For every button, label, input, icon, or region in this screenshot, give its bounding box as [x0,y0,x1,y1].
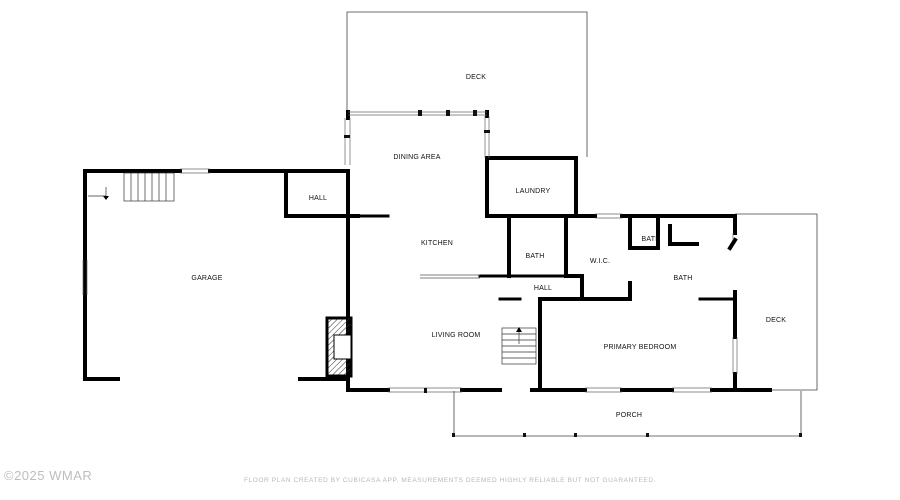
disclaimer-footer: FLOOR PLAN CREATED BY CUBICASA APP. MEAS… [243,477,657,484]
room-label-laundry: LAUNDRY [516,188,551,195]
fireplace [325,316,353,378]
window-mullions [344,110,490,393]
room-label-deck-north: DECK [466,74,486,81]
stair-direction-arrow [103,196,109,200]
deck-east-outline [735,213,818,391]
room-label-bath-center: BATH [526,253,545,260]
deck-north-outline [346,11,588,157]
room-label-hall-center: HALL [534,285,552,292]
room-label-hall-west: HALL [309,195,327,202]
kitchen-counter [420,274,480,279]
room-label-deck-east: DECK [766,317,786,324]
stair-up-arrow [516,327,522,332]
porch-posts [452,433,802,437]
room-label-wic: W.I.C. [590,258,610,265]
copyright-watermark: ©2025 WMAR [4,468,93,483]
room-label-primary-bedroom: PRIMARY BEDROOM [604,344,677,351]
garage-stairs [88,172,175,202]
windows [82,111,738,393]
porch-outline [453,391,802,437]
room-label-porch: PORCH [616,412,642,419]
room-label-living-room: LIVING ROOM [432,332,481,339]
room-label-bath-primary: BATH [674,275,693,282]
room-label-dining-area: DINING AREA [393,154,440,161]
room-label-bath-small: BATH [642,236,661,243]
interior-stairs [501,327,537,365]
room-label-garage: GARAGE [191,275,222,282]
room-label-kitchen: KITCHEN [421,240,453,247]
